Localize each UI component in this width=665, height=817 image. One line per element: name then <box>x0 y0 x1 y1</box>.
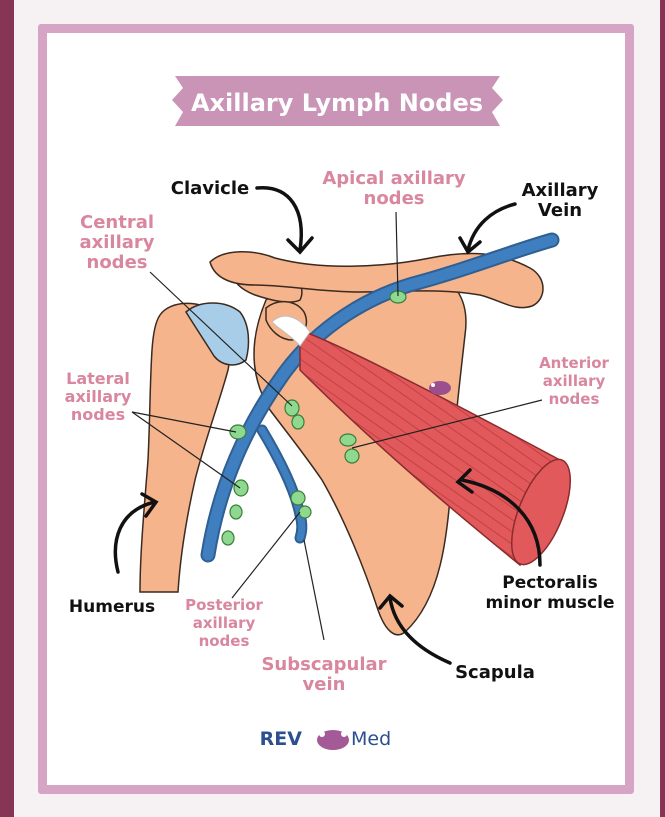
lymph-node <box>340 434 356 446</box>
lymph-node <box>230 425 246 439</box>
label-humerus: Humerus <box>69 597 155 617</box>
label-pectoralis-line2: minor muscle <box>486 593 615 613</box>
brand-left-text: REV <box>260 728 303 750</box>
label-apical-line2: nodes <box>364 188 425 209</box>
label-central-line2: axillary <box>79 232 154 253</box>
label-scapula: Scapula <box>455 662 535 683</box>
page-title: Axillary Lymph Nodes <box>191 89 483 117</box>
label-central-line3: nodes <box>87 252 148 273</box>
lymph-node <box>292 415 304 429</box>
label-axillary-vein-line1: Axillary <box>522 180 599 201</box>
label-posterior-line1: Posterior <box>185 596 263 614</box>
brand-mascot-icon <box>317 730 349 750</box>
axillary-vein-arrow <box>468 204 515 250</box>
label-lateral-line3: nodes <box>71 405 125 424</box>
mascot-icon <box>429 381 451 395</box>
label-lateral-line2: axillary <box>65 387 132 406</box>
title-banner: Axillary Lymph Nodes <box>172 76 503 126</box>
lymph-node <box>291 491 305 505</box>
label-posterior-line2: axillary <box>193 614 256 632</box>
label-subscapular-line1: Subscapular <box>261 654 386 675</box>
lymph-node <box>299 506 311 518</box>
label-anterior-line1: Anterior <box>539 354 609 372</box>
label-central-line1: Central <box>80 212 154 233</box>
lymph-node <box>285 400 299 416</box>
label-anterior-line2: axillary <box>543 372 606 390</box>
label-posterior-line3: nodes <box>199 632 250 650</box>
label-anterior-line3: nodes <box>549 390 600 408</box>
lymph-node <box>345 449 359 463</box>
lymph-node <box>234 480 248 496</box>
lymph-node <box>222 531 234 545</box>
label-subscapular-line2: vein <box>303 674 346 695</box>
label-clavicle: Clavicle <box>171 178 249 199</box>
label-pectoralis-line1: Pectoralis <box>502 573 598 593</box>
brand-right-text: Med <box>351 728 391 750</box>
lymph-node <box>230 505 242 519</box>
label-axillary-vein-line2: Vein <box>538 200 582 221</box>
clavicle-arrow <box>257 188 301 250</box>
brand-logo: REV Med <box>260 728 391 750</box>
label-lateral-line1: Lateral <box>66 369 130 388</box>
label-apical-line1: Apical axillary <box>322 168 466 189</box>
